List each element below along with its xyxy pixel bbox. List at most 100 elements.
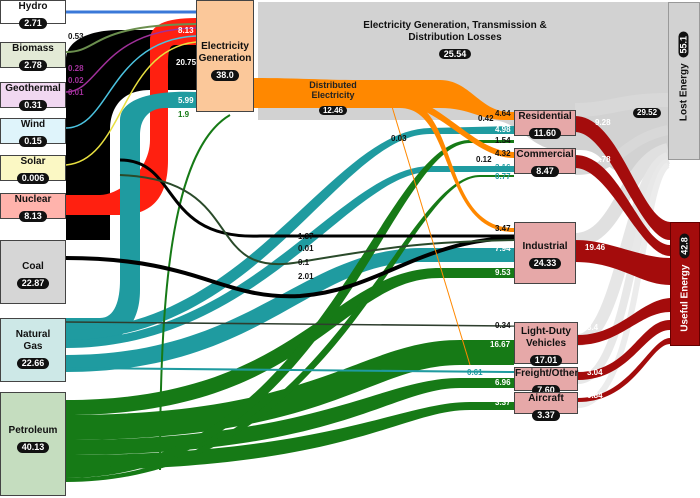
biomass-to-ldv-flow — [65, 321, 515, 327]
elec-to-trans-line — [389, 99, 471, 366]
distributed-electricity-label: Distributed Electricity — [309, 80, 357, 100]
sector-residential: Residential 11.60 — [514, 110, 576, 139]
flow-label-lost-total: 29.52 — [633, 108, 662, 118]
flow-label-ind-coal2: 2.01 — [298, 272, 314, 281]
ind-to-useful-flow — [575, 240, 670, 285]
sector-industrial: Industrial 24.33 — [514, 222, 576, 284]
solar-value: 0.006 — [16, 173, 50, 184]
air-to-useful-flow — [578, 338, 670, 402]
flow-label-ldv-petro: 16.67 — [490, 340, 511, 349]
flow-label-geo: 0.01 — [68, 88, 84, 97]
flow-label-coal: 20.75 — [176, 58, 197, 67]
losses-label-block: Electricity Generation, Transmission & D… — [360, 20, 550, 62]
light-duty-label: Light-Duty Vehicles — [521, 326, 571, 349]
solar-label: Solar — [20, 156, 46, 167]
flow-label-air-useful: 0.84 — [587, 391, 603, 400]
flow-label-com-useful: 6.78 — [595, 155, 611, 164]
res-to-useful-flow — [575, 116, 670, 240]
distributed-electricity-value: 12.46 — [318, 106, 348, 115]
flow-label-res-bio: 0.42 — [478, 114, 494, 123]
flow-label-ldv-useful: 3.4 — [587, 323, 599, 332]
flow-label-ind-petro: 9.53 — [495, 268, 511, 277]
losses-value: 25.54 — [438, 49, 472, 59]
sector-aircraft: Aircraft 3.37 — [514, 392, 578, 421]
biomass-label: Biomass — [12, 43, 54, 54]
sector-light-duty-vehicles: Light-Duty Vehicles 17.01 — [514, 322, 578, 366]
flow-label-com-petro: 0.77 — [495, 172, 511, 181]
flow-label-air-petro: 3.37 — [495, 398, 511, 407]
sector-freight: Freight/Other 7.60 — [514, 367, 578, 396]
flow-label-ldv-bio: 0.34 — [495, 321, 511, 330]
flow-label-gas: 5.99 — [178, 96, 194, 105]
losses-label: Electricity Generation, Transmission & D… — [363, 20, 547, 43]
lost-energy-label: Lost Energy — [678, 63, 690, 122]
nuclear-to-elec-flow — [66, 18, 196, 215]
gas-to-res-flow — [66, 126, 514, 340]
flow-label-ind-bio: 0.01 — [298, 244, 314, 253]
natural-gas-label: Natural Gas — [15, 329, 51, 352]
flow-label-ind-useful: 19.46 — [585, 243, 606, 252]
source-petroleum: Petroleum 40.13 — [0, 392, 66, 496]
flow-label-freight-useful: 3.04 — [587, 368, 603, 377]
nuclear-label: Nuclear — [14, 194, 52, 205]
commercial-label: Commercial — [516, 149, 574, 160]
geothermal-value: 0.31 — [19, 100, 47, 111]
gas-to-com-flow — [66, 166, 514, 348]
useful-energy-value: 42.8 — [679, 233, 690, 259]
wind-label: Wind — [20, 119, 46, 130]
source-solar: Solar 0.006 — [0, 155, 66, 184]
industrial-label: Industrial — [522, 241, 568, 252]
gas-to-freight-thin — [65, 367, 515, 373]
residential-label: Residential — [518, 111, 572, 122]
wind-value: 0.15 — [19, 136, 47, 147]
gas-to-elec-flow — [66, 91, 196, 345]
lost-energy-gray-lines — [574, 93, 669, 117]
coal-value: 22.87 — [16, 278, 50, 289]
flow-label-ind-gas: 7.94 — [495, 244, 511, 253]
flow-label-freight-gas: 0.61 — [467, 368, 483, 377]
flow-label-elec-trans: 0.03 — [391, 134, 407, 143]
flow-label-ind-geo: 0.1 — [298, 258, 310, 267]
solar-line — [65, 41, 197, 166]
useful-energy-label: Useful Energy — [679, 264, 691, 332]
flow-label-nuclear: 8.13 — [178, 26, 194, 35]
petro-to-freight-flow — [66, 378, 514, 455]
petro-to-com-flow — [66, 175, 514, 482]
electricity-generation-node: Electricity Generation 38.0 — [196, 0, 254, 112]
electricity-generation-value: 38.0 — [211, 70, 239, 81]
hydro-label: Hydro — [18, 1, 48, 12]
petroleum-label: Petroleum — [8, 425, 58, 436]
coal-to-ind-flow-2 — [119, 158, 514, 238]
industrial-value: 24.33 — [528, 258, 562, 269]
coal-to-ind-flow-3 — [119, 174, 515, 266]
useful-energy-text: Useful Energy 42.8 — [679, 224, 691, 342]
flow-label-ind-coal: 1.37 — [298, 232, 314, 241]
flow-label-elec-res: 4.64 — [495, 109, 511, 118]
gas-to-industrial-flow — [66, 248, 514, 372]
com-to-useful-flow — [575, 155, 670, 256]
ldv-to-useful-flow — [578, 298, 670, 345]
flow-label-elec-ind: 3.47 — [495, 224, 511, 233]
wind-line — [65, 35, 197, 129]
geothermal-line — [65, 27, 197, 93]
source-geothermal: Geothermal 0.31 — [0, 82, 66, 111]
useful-energy-node: Useful Energy 42.8 — [670, 222, 700, 346]
lost-energy-gray-lines-6 — [577, 162, 671, 408]
flow-label-res-useful: 9.28 — [595, 118, 611, 127]
flow-label-biomass-b: 0.02 — [68, 76, 84, 85]
light-duty-value: 17.01 — [529, 355, 563, 366]
source-hydro: Hydro 2.71 — [0, 0, 66, 29]
flow-label-res-petro: 1.54 — [495, 136, 511, 145]
elec-to-com-flow — [380, 92, 514, 158]
petro-to-ind-flow — [66, 268, 514, 415]
natural-gas-value: 22.66 — [16, 358, 50, 369]
flow-label-elec-com: 4.32 — [495, 149, 511, 158]
distributed-electricity-block: Distributed Electricity 12.46 — [298, 80, 368, 118]
sector-commercial: Commercial 8.47 — [514, 148, 576, 177]
freight-to-useful-flow — [578, 320, 670, 380]
flow-label-com-gas: 3.16 — [495, 163, 511, 172]
aircraft-label: Aircraft — [528, 393, 564, 404]
flow-label-petro-elec: 1.9 — [178, 110, 190, 119]
